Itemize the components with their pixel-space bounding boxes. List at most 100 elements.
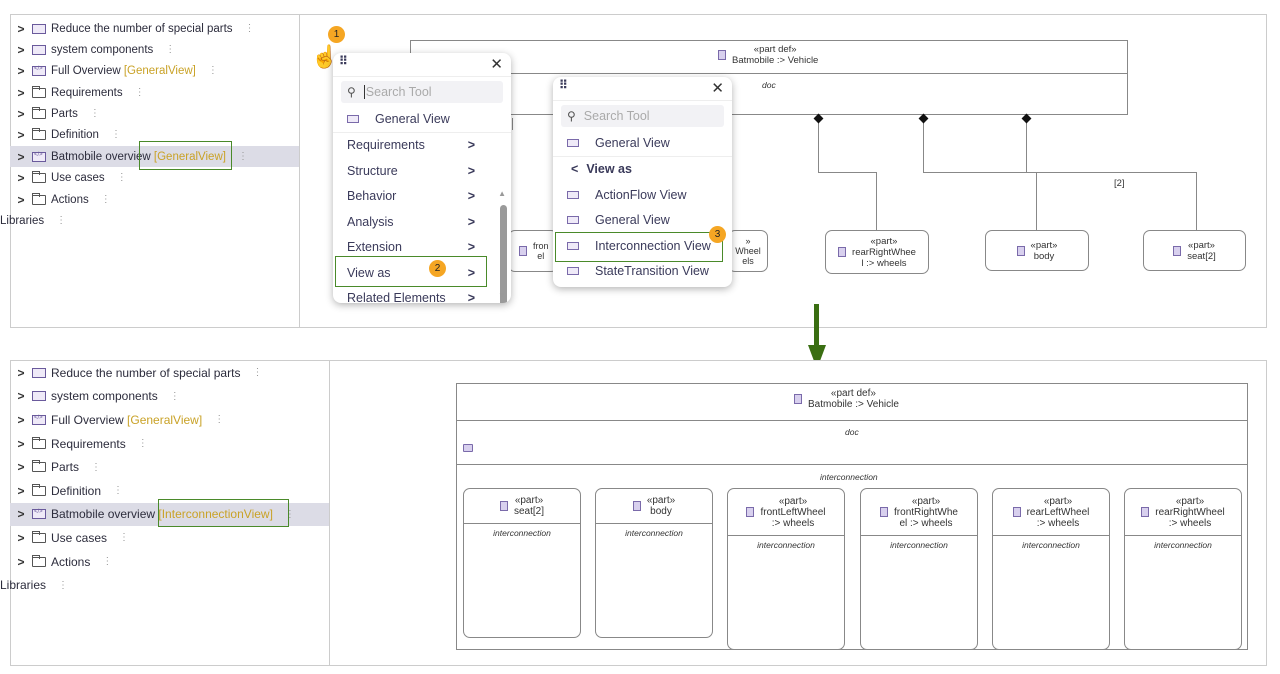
menu-item-interconnection-view[interactable]: Interconnection View bbox=[553, 233, 732, 259]
drag-handle-icon[interactable]: ⠿ bbox=[559, 78, 568, 92]
part-box-body[interactable]: «part»body bbox=[985, 230, 1089, 271]
chevron-right-icon[interactable]: > bbox=[17, 412, 25, 427]
scroll-down-icon[interactable]: ▼ bbox=[498, 291, 506, 300]
step-badge: 1 bbox=[328, 26, 345, 43]
part-def-name: Batmobile :> Vehicle bbox=[732, 55, 819, 66]
tree-item[interactable]: > Use cases ⋮ bbox=[10, 167, 127, 188]
chevron-right-icon[interactable]: > bbox=[17, 85, 25, 100]
chevron-right-icon[interactable]: > bbox=[17, 106, 25, 121]
chevron-right-icon[interactable]: > bbox=[17, 554, 25, 569]
chevron-right-icon[interactable]: > bbox=[17, 63, 25, 78]
tree-item[interactable]: > Definition ⋮ bbox=[10, 124, 121, 145]
menu-item-requirements[interactable]: Requirements> bbox=[333, 133, 511, 159]
scrollbar-thumb[interactable] bbox=[500, 205, 507, 303]
more-icon[interactable]: ⋮ bbox=[91, 461, 102, 473]
tree-item[interactable]: > Definition ⋮ bbox=[10, 479, 123, 503]
chevron-right-icon[interactable]: > bbox=[17, 530, 25, 545]
menu-item-behavior[interactable]: Behavior> bbox=[333, 184, 511, 210]
more-icon[interactable]: ⋮ bbox=[284, 508, 295, 520]
tree-item[interactable]: > Full Overview [GeneralView] ⋮ bbox=[10, 60, 218, 81]
part-def-box[interactable] bbox=[456, 383, 1248, 650]
tree-item-selected[interactable]: > Batmobile overview [InterconnectionVie… bbox=[10, 502, 329, 527]
chevron-right-icon[interactable]: > bbox=[17, 170, 25, 185]
chevron-right-icon[interactable]: > bbox=[17, 149, 25, 164]
close-icon[interactable]: ✕ bbox=[490, 56, 503, 73]
tree-item-label: Reduce the number of special parts bbox=[51, 22, 233, 35]
highlight-view-tag bbox=[158, 499, 289, 527]
more-icon[interactable]: ⋮ bbox=[119, 532, 130, 544]
tree-item-libraries[interactable]: Libraries ⋮ bbox=[0, 573, 68, 597]
menu-item-analysis[interactable]: Analysis> bbox=[333, 209, 511, 235]
tree-item[interactable]: > Actions ⋮ bbox=[10, 550, 112, 574]
chevron-right-icon[interactable]: > bbox=[17, 460, 25, 475]
more-icon[interactable]: ⋮ bbox=[169, 390, 180, 402]
tree-item[interactable]: > Parts ⋮ bbox=[10, 103, 100, 124]
more-icon[interactable]: ⋮ bbox=[237, 151, 248, 162]
tree-item[interactable]: > system components ⋮ bbox=[10, 39, 175, 60]
back-view-as-button[interactable]: <View as bbox=[553, 157, 732, 183]
tree-item[interactable]: > Parts ⋮ bbox=[10, 455, 101, 479]
part-box[interactable]: «part»seat[2]interconnection bbox=[463, 488, 581, 638]
more-icon[interactable]: ⋮ bbox=[137, 438, 148, 450]
tree-item[interactable]: > Full Overview [GeneralView] ⋮ bbox=[10, 408, 224, 432]
chevron-right-icon[interactable]: > bbox=[17, 127, 25, 142]
tree-item[interactable]: > Use cases ⋮ bbox=[10, 526, 129, 550]
chevron-right-icon[interactable]: > bbox=[17, 507, 25, 522]
more-icon[interactable]: ⋮ bbox=[214, 414, 225, 426]
tree-item[interactable]: > Requirements ⋮ bbox=[10, 432, 148, 456]
chevron-right-icon[interactable]: > bbox=[17, 42, 25, 57]
tree-item-selected[interactable]: > Batmobile overview [GeneralView] ⋮ bbox=[10, 146, 299, 167]
tree-item[interactable]: > Requirements ⋮ bbox=[10, 82, 145, 103]
more-icon[interactable]: ⋮ bbox=[244, 23, 255, 34]
drag-handle-icon[interactable]: ⠿ bbox=[339, 54, 348, 68]
chevron-right-icon[interactable]: > bbox=[17, 365, 25, 380]
scroll-up-icon[interactable]: ▲ bbox=[498, 189, 506, 198]
tree-item[interactable]: > Reduce the number of special parts ⋮ bbox=[10, 361, 262, 385]
chevron-right-icon[interactable]: > bbox=[17, 389, 25, 404]
menu-item-general-view[interactable]: General View bbox=[553, 131, 732, 157]
search-input[interactable]: ⚲ Search Tool bbox=[561, 105, 724, 127]
more-icon[interactable]: ⋮ bbox=[89, 108, 100, 119]
chevron-right-icon[interactable]: > bbox=[17, 436, 25, 451]
more-icon[interactable]: ⋮ bbox=[252, 367, 263, 379]
more-icon[interactable]: ⋮ bbox=[116, 172, 127, 183]
chevron-right-icon[interactable]: > bbox=[17, 483, 25, 498]
part-def-box[interactable] bbox=[410, 40, 1128, 115]
search-input[interactable]: ⚲ Search Tool bbox=[341, 81, 503, 103]
more-icon[interactable]: ⋮ bbox=[110, 129, 121, 140]
chevron-right-icon[interactable]: > bbox=[17, 21, 25, 36]
doc-edit-icon[interactable] bbox=[463, 444, 473, 452]
doc-label: doc bbox=[845, 427, 859, 437]
tree-item[interactable]: > Reduce the number of special parts ⋮ bbox=[10, 18, 255, 39]
more-icon[interactable]: ⋮ bbox=[102, 556, 113, 568]
more-icon[interactable]: ⋮ bbox=[165, 44, 176, 55]
menu-item-actionflow-view[interactable]: ActionFlow View bbox=[553, 182, 732, 208]
more-icon[interactable]: ⋮ bbox=[207, 65, 218, 76]
more-icon[interactable]: ⋮ bbox=[100, 194, 111, 205]
menu-item-general-view-2[interactable]: General View bbox=[553, 208, 732, 234]
part-box-seat[interactable]: «part»seat[2] bbox=[1143, 230, 1246, 271]
menu-item-general-view[interactable]: General View bbox=[333, 107, 511, 133]
close-icon[interactable]: ✕ bbox=[711, 80, 724, 97]
more-icon[interactable]: ⋮ bbox=[113, 485, 124, 497]
chevron-right-icon[interactable]: > bbox=[17, 192, 25, 207]
tree-item[interactable]: > Actions ⋮ bbox=[10, 189, 111, 210]
tree-item[interactable]: > system components ⋮ bbox=[10, 385, 180, 409]
menu-item-structure[interactable]: Structure> bbox=[333, 158, 511, 184]
more-icon[interactable]: ⋮ bbox=[56, 215, 67, 226]
tree-item-libraries[interactable]: Libraries ⋮ bbox=[0, 210, 66, 231]
more-icon[interactable]: ⋮ bbox=[58, 579, 69, 591]
menu-item-extension[interactable]: Extension> bbox=[333, 235, 511, 261]
more-icon[interactable]: ⋮ bbox=[134, 87, 145, 98]
menu-item-statetransition-view[interactable]: StateTransition View bbox=[553, 259, 732, 285]
menu-item-related-elements[interactable]: Related Elements> bbox=[333, 286, 511, 303]
menu-item-view-as[interactable]: View as> bbox=[333, 260, 511, 286]
